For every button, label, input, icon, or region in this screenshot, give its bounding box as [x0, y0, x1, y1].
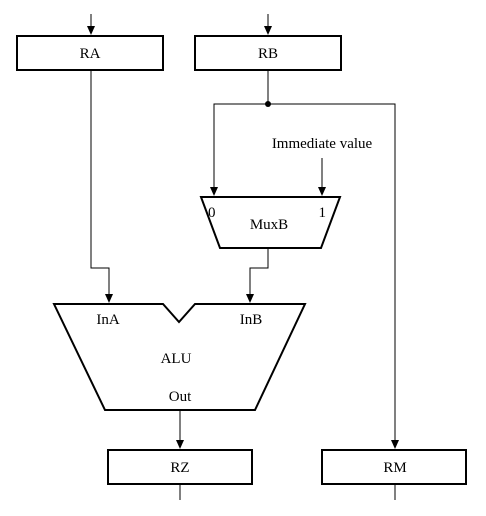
register-rz: RZ	[107, 449, 253, 485]
mux-b-input-0-label: 0	[208, 205, 216, 221]
mux-b-label: MuxB	[250, 217, 288, 233]
alu-label: ALU	[161, 351, 192, 367]
register-ra: RA	[16, 35, 164, 71]
rb-to-rm-arrowhead	[391, 440, 399, 449]
alu-ina-label: InA	[96, 312, 119, 328]
register-rb-label: RB	[258, 46, 278, 62]
immediate-value-label: Immediate value	[272, 136, 373, 152]
alu-out-label: Out	[169, 389, 192, 405]
mux-to-alu-arrowhead	[246, 294, 254, 303]
mux-b-input-1-label: 1	[319, 205, 327, 221]
mux-to-alu-wire	[249, 248, 269, 296]
rb-input-arrowhead	[264, 26, 272, 35]
mux-b: 0 1 MuxB	[199, 196, 342, 249]
ra-input-arrowhead	[87, 26, 95, 35]
alu-inb-label: InB	[240, 312, 263, 328]
register-ra-label: RA	[80, 46, 101, 62]
register-rz-label: RZ	[170, 460, 189, 476]
rb-to-mux-wire	[213, 103, 268, 188]
rb-to-rm-wire	[268, 103, 396, 441]
alu-to-rz-arrowhead	[176, 440, 184, 449]
ra-to-alu-wire	[90, 70, 110, 296]
register-rm: RM	[321, 449, 467, 485]
immediate-to-mux-arrowhead	[318, 187, 326, 196]
ra-to-alu-arrowhead	[105, 294, 113, 303]
register-rm-label: RM	[383, 460, 406, 476]
register-rb: RB	[194, 35, 342, 71]
rb-to-mux-arrowhead	[210, 187, 218, 196]
alu: InA InB ALU Out	[52, 303, 307, 411]
